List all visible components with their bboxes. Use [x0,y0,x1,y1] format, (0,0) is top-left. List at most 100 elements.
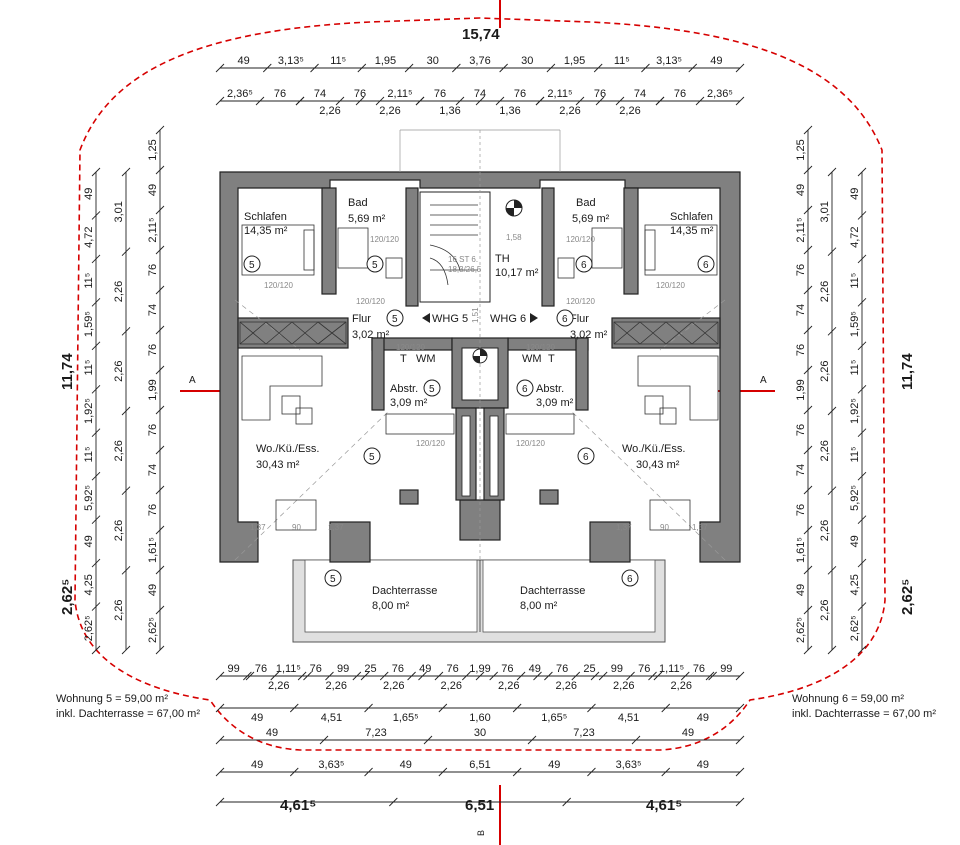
dim-label: 1,25 [795,139,807,160]
dim-label: 74 [795,304,807,316]
dim-label: 49 [548,759,560,771]
svg-text:6: 6 [522,384,528,395]
note-right-1: Wohnung 6 = 59,00 m² [792,693,904,705]
room-area-abstr-left: 3,09 m² [390,397,428,409]
unit-marker-6: 6 [577,447,595,465]
dim-bottom-total-3: 4,61⁵ [646,797,682,814]
dim-right-c: 3,012,262,262,262,262,26 [819,167,837,655]
dim-label: 2,11⁵ [795,217,807,242]
dim-label: 2,26 [613,680,634,692]
dim-label: 49 [529,663,541,675]
dim-label: 99 [337,663,349,675]
dim-label: 4,51 [321,712,342,724]
dim-label: 7,23 [365,727,386,739]
dim-label: 4,51 [618,712,639,724]
room-name-bad-right: Bad [576,197,596,209]
dim-label: 1,95 [564,55,585,67]
dim-label: 76 [392,663,404,675]
room-area-abstr-right: 3,09 m² [536,397,574,409]
room-area-terrace-left: 8,00 m² [372,600,410,612]
dim-label: 2,26 [819,520,831,541]
dim-right-total: 11,74 [899,353,916,390]
unit-marker-6: 6 [621,569,639,587]
room-area-terrace-right: 8,00 m² [520,600,558,612]
room-labels: Schlafen 14,35 m² Bad 5,69 m² TH 10,17 m… [244,197,714,612]
unit-marker-5: 5 [243,255,261,273]
dim-label: 1,11⁵ [276,663,301,675]
bed-left [241,224,315,276]
unit-marker-5: 5 [423,379,441,397]
sofa-left [241,355,323,425]
dim-label: 76 [354,88,366,100]
dim-label: 1,36 [499,105,520,117]
dim-label: 11⁵ [330,55,346,67]
property-boundary [74,17,886,751]
dim-label: 76 [501,663,513,675]
dim-label: 76 [795,424,807,436]
svg-text:6: 6 [581,260,587,271]
note-left-1: Wohnung 5 = 59,00 m² [56,693,168,705]
room-name-terrace-left: Dachterrasse [372,585,437,597]
svg-text:5: 5 [372,260,378,271]
room-area-flur-right: 3,02 m² [570,329,608,341]
outer-walls [219,171,741,563]
svg-text:1,51: 1,51 [471,307,480,323]
room-name-terrace-right: Dachterrasse [520,585,585,597]
svg-text:5: 5 [330,574,336,585]
dim-label: 49 [266,727,278,739]
dim-label: 1,36 [439,105,460,117]
dim-label: 30 [427,55,439,67]
room-area-bad-left: 5,69 m² [348,213,386,225]
dim-label: 76 [310,663,322,675]
whg6-label: WHG 6 [490,313,526,325]
dim-label: 2,26 [819,281,831,302]
dim-label: 2,26 [441,680,462,692]
dim-label: 49 [849,535,861,547]
room-area-th: 10,17 m² [495,267,539,279]
dim-label: 4,25 [83,574,95,595]
dim-label: 2,36⁵ [227,88,253,100]
dim-label: 11⁵ [83,446,95,462]
dim-label: 49 [251,759,263,771]
section-marker-bottom: B [476,785,501,845]
dim-label: 49 [83,535,95,547]
dim-label: 2,26 [819,599,831,620]
dim-label: 99 [611,663,623,675]
dim-label: 76 [556,663,568,675]
dim-label: 49 [147,584,159,596]
dim-label: 49 [400,759,412,771]
stair-text-2: 18,3/26,5 [448,265,482,274]
svg-text:1,37: 1,37 [250,523,266,532]
wardrobe-left [239,321,347,345]
svg-text:5: 5 [369,452,375,463]
room-name-wo-left: Wo./Kü./Ess. [256,443,319,455]
dim-label: 7,23 [573,727,594,739]
dim-top-total: 15,74 [462,26,500,43]
svg-text:90: 90 [660,523,669,532]
dim-label: 76 [147,264,159,276]
dim-bottom-total-1: 4,61⁵ [280,797,316,814]
dim-label: 49 [83,188,95,200]
dim-label: 4,72 [849,226,861,247]
dim-label: 76 [693,663,705,675]
kitchen-left [385,413,455,435]
dim-label: 2,26 [556,680,577,692]
dim-label: 76 [638,663,650,675]
svg-text:1,37: 1,37 [328,523,344,532]
dim-label: 4,72 [83,226,95,247]
dim-label: 2,26 [113,360,125,381]
dim-label: 2,26 [819,360,831,381]
dim-label: 99 [228,663,240,675]
dim-label: 1,61⁵ [147,537,159,563]
svg-text:5: 5 [429,384,435,395]
dim-label: 74 [634,88,646,100]
dim-label: 49 [697,759,709,771]
elevator-symbol [472,348,488,364]
dim-label: 49 [682,727,694,739]
kitchen-right [505,413,575,435]
room-area-bad-right: 5,69 m² [572,213,610,225]
unit-marker-6: 6 [697,255,715,273]
